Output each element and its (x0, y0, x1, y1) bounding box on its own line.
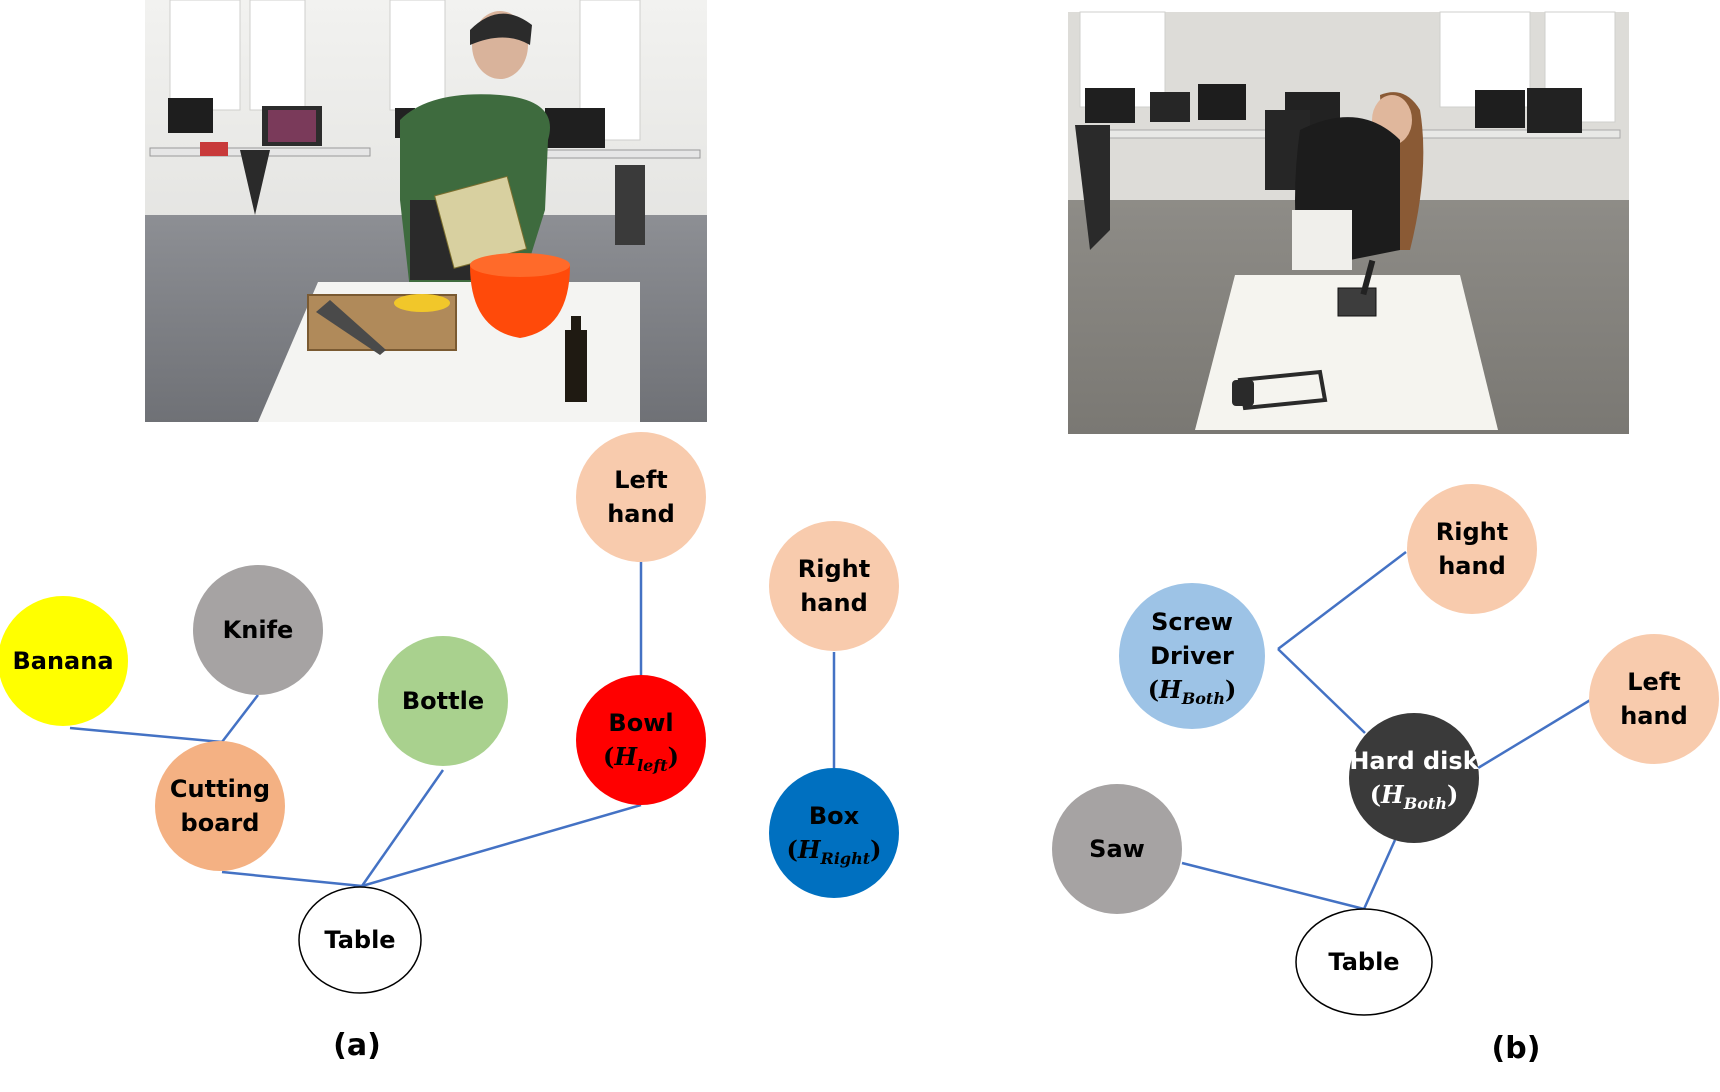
node-label: Cutting (170, 775, 270, 803)
node-saw-circle (1052, 784, 1182, 914)
node-label: Left (614, 466, 667, 494)
node-right-hand-circle (1407, 484, 1537, 614)
node-math-label: (HBoth) (1148, 675, 1237, 708)
node-math-label: (Hleft) (603, 742, 679, 775)
node-box-circle (769, 768, 899, 898)
graph-edges (69, 551, 1593, 911)
node-label: hand (800, 589, 868, 617)
node-a-cutting-board: Cutting board (155, 741, 285, 871)
node-label: Table (1328, 948, 1399, 976)
node-a-box: Box (HRight) (769, 768, 899, 898)
node-label: Left (1627, 668, 1680, 696)
node-label: Screw (1151, 608, 1233, 636)
edge-a-bowl-to-table (361, 803, 642, 888)
node-hard-disk-circle (1349, 713, 1479, 843)
node-label: Table (324, 926, 395, 954)
node-label: board (181, 809, 260, 837)
edge-b-screw-driver-to-hard-disk (1277, 648, 1366, 734)
node-bowl-circle (576, 675, 706, 805)
node-label: Knife (223, 616, 294, 644)
node-cutting-board-circle (155, 741, 285, 871)
edge-b-hard-disk-to-table (1362, 839, 1397, 910)
node-label: Box (809, 802, 860, 830)
node-right-hand-circle (769, 521, 899, 651)
node-label: Driver (1150, 642, 1234, 670)
node-left-hand-circle (1589, 634, 1719, 764)
node-label: Bottle (402, 687, 484, 715)
edge-a-banana-to-cutting-board (69, 726, 223, 744)
node-a-bowl: Bowl (Hleft) (576, 675, 706, 805)
panel-a-caption: (a) (333, 1028, 381, 1063)
node-math-label: (HRight) (787, 835, 882, 868)
edge-a-knife-to-cutting-board (221, 694, 259, 743)
node-label: Right (1436, 518, 1508, 546)
node-bottle-circle (378, 636, 508, 766)
node-a-knife: Knife (193, 565, 323, 695)
graph-nodes: BananaKnifeBottleLefthandRighthandCuttin… (0, 432, 1719, 1016)
node-a-table: Table (298, 886, 422, 994)
node-label: hand (1620, 702, 1688, 730)
panel-b-caption: (b) (1492, 1031, 1541, 1066)
node-label: Right (798, 555, 870, 583)
node-label: Banana (12, 647, 113, 675)
node-table-circle (1295, 908, 1433, 1016)
node-banana-circle (0, 596, 128, 726)
node-knife-circle (193, 565, 323, 695)
node-a-bottle: Bottle (378, 636, 508, 766)
node-label: hand (1438, 552, 1506, 580)
node-label: Hard disk (1349, 747, 1479, 775)
node-a-banana: Banana (0, 596, 128, 726)
node-label: Saw (1089, 835, 1145, 863)
node-b-left-hand: Left hand (1589, 634, 1719, 764)
edge-b-right-hand-to-screw-driver (1277, 551, 1407, 650)
node-a-left-hand: Left hand (576, 432, 706, 562)
node-label: Bowl (608, 709, 673, 737)
edge-b-saw-to-table (1181, 861, 1365, 911)
node-left-hand-circle (576, 432, 706, 562)
node-label: hand (607, 500, 675, 528)
node-b-right-hand: Right hand (1407, 484, 1537, 614)
node-math-label: (HBoth) (1370, 780, 1459, 813)
edge-b-left-hand-to-hard-disk (1477, 697, 1593, 770)
workshop-scene-photo (1068, 11, 1629, 434)
node-a-right-hand: Right hand (769, 521, 899, 651)
edge-a-bottle-to-table (360, 769, 445, 887)
edge-a-cutting-board-to-table (221, 870, 363, 888)
kitchen-scene-photo (145, 0, 707, 422)
node-b-hard-disk: Hard disk (HBoth) (1349, 713, 1480, 843)
node-screw-driver-circle (1119, 583, 1265, 729)
node-table-circle (298, 886, 422, 994)
node-b-table: Table (1295, 908, 1433, 1016)
node-b-saw: Saw (1052, 784, 1182, 914)
